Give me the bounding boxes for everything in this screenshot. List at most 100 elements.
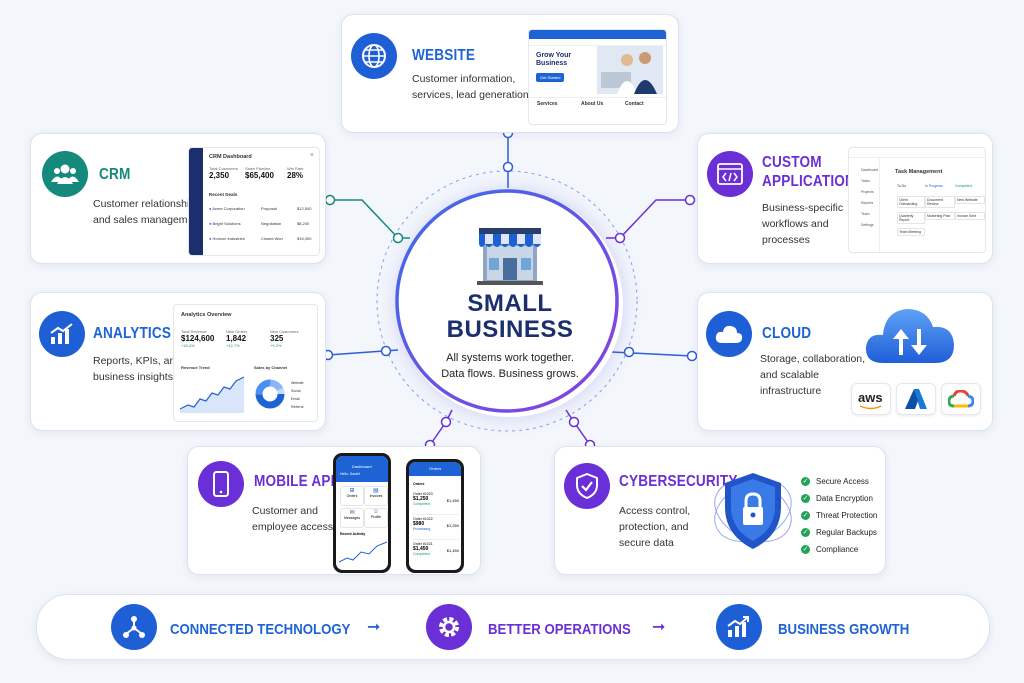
analytics-desc-line1: Reports, KPIs, and: [93, 355, 182, 367]
task-nav-3[interactable]: Projects: [861, 190, 874, 194]
outer-dashed-ring: [376, 170, 638, 432]
task-card: Document Review: [925, 196, 955, 208]
cloud-card: CLOUD Storage, collaboration, and scalab…: [697, 292, 993, 431]
custom-desc-line3: processes: [762, 234, 810, 246]
task-card: Team Meeting: [897, 228, 925, 236]
azure-logo: [896, 383, 936, 415]
phone2-section: Orders: [413, 482, 425, 486]
crm-stat2-value: $65,400: [245, 171, 274, 180]
analytics-stat1-value: $124,600: [181, 334, 215, 343]
storefront-icon: [477, 228, 543, 285]
phone1-tile-4[interactable]: ☺Profile: [364, 508, 388, 528]
phone1-tile-2[interactable]: ▤Invoices: [364, 486, 388, 506]
security-feature-item: ✓Compliance: [801, 545, 859, 554]
security-feature-item: ✓Secure Access: [801, 477, 869, 486]
task-nav-5[interactable]: Team: [861, 212, 870, 216]
website-mock-col1: Services: [537, 101, 558, 107]
bottom-better-operations: BETTER OPERATIONS: [488, 621, 631, 638]
list-item[interactable]: Order #1022 $980 Processing $1,250: [413, 517, 459, 540]
lock-shield-icon: [714, 473, 792, 549]
phone1-tile-3[interactable]: ✉Messages: [340, 508, 364, 528]
analytics-trend-label: Revenue Trend: [181, 365, 210, 370]
aws-logo: aws: [851, 383, 891, 415]
crm-row3-amount: $15,300: [297, 236, 312, 241]
website-mockup: Grow Your Business Get Started Services …: [528, 29, 667, 125]
task-mock-header: Task Management: [895, 169, 943, 175]
analytics-stat1-label: Total Revenue: [181, 329, 207, 334]
growth-chart-icon: [716, 604, 762, 650]
analytics-card: ANALYTICS Reports, KPIs, and business in…: [30, 292, 326, 431]
analytics-stat1-delta: +18.4%: [181, 343, 195, 348]
shield-check-icon: [564, 463, 610, 509]
website-mock-cta[interactable]: Get Started: [536, 73, 565, 82]
cloud-title: CLOUD: [762, 325, 812, 342]
cybersecurity-card: CYBERSECURITY Access control, protection…: [554, 446, 886, 575]
hub-title-line1: SMALL: [467, 290, 553, 317]
custom-desc-line2: workflows and: [762, 218, 829, 230]
globe-icon: [351, 33, 397, 79]
hub-subtitle-line1: All systems work together.: [446, 352, 574, 364]
security-feature-item: ✓Regular Backups: [801, 528, 877, 537]
custom-app-card: CUSTOM APPLICATION Business-specific wor…: [697, 133, 993, 264]
crm-mock-section: Recent Deals: [209, 192, 238, 197]
crm-stat1-value: 2,350: [209, 171, 230, 180]
crm-row1-stage: Proposal: [261, 206, 277, 211]
phone1-tile-1[interactable]: ⊞Orders: [340, 486, 364, 506]
analytics-channel-label: Sales by Channel: [254, 365, 288, 370]
list-item[interactable]: Order #1023 $1,250 Completed $1,450: [413, 492, 459, 515]
order3-amount: $1,450: [413, 546, 429, 552]
phone1-greeting: Hello, Sarah!: [340, 472, 361, 476]
analytics-mock-header: Analytics Overview: [181, 312, 232, 318]
order1-status: Completed: [413, 502, 430, 506]
order2-id: Order #1022: [413, 517, 433, 521]
channel-legend-1: Website: [291, 381, 304, 385]
channel-legend-4: Referral: [291, 405, 304, 409]
security-feature-item: ✓Threat Protection: [801, 511, 878, 520]
crm-row1-amount: $12,500: [297, 206, 312, 211]
table-row: ● Bright Solutions Negotiation $8,200: [209, 221, 310, 226]
cloud-icon: [706, 311, 752, 357]
table-row: ● Horizon Industries Closed Won $15,300: [209, 236, 312, 241]
cyber-desc-line3: secure data: [619, 537, 674, 549]
crm-stat3-label: Win Rate: [287, 166, 304, 171]
crm-sidebar: [189, 148, 203, 255]
order2-amount: $980: [413, 521, 425, 527]
analytics-stat2-label: New Orders: [226, 329, 248, 334]
crm-mock-close[interactable]: ×: [309, 152, 314, 159]
task-nav-2[interactable]: Tasks: [861, 179, 870, 183]
check-secure-access: Secure Access: [816, 477, 869, 486]
website-mock-col3: Contact: [625, 101, 644, 107]
analytics-title: ANALYTICS: [93, 325, 172, 342]
order1-id: Order #1023: [413, 492, 433, 496]
crm-stat3-value: 28%: [287, 171, 304, 180]
task-nav-6[interactable]: Settings: [861, 223, 874, 227]
google-cloud-logo: [941, 383, 981, 415]
task-card: Quarterly Report: [897, 212, 925, 224]
network-nodes-icon: [111, 604, 157, 650]
task-card: Marketing Plan: [925, 212, 955, 220]
outcome-bar: CONNECTED TECHNOLOGY ➞ BETTER OPERATIONS…: [36, 594, 990, 660]
crm-row1-name: Acme Corporation: [212, 206, 245, 211]
list-item[interactable]: Order #1021 $1,450 Completed $1,450: [413, 542, 459, 564]
task-col1-header: To Do: [897, 184, 907, 188]
order3-amount2: $1,450: [446, 548, 459, 553]
task-nav-4[interactable]: Reports: [861, 201, 874, 205]
crm-row2-name: Bright Solutions: [212, 221, 241, 226]
order3-id: Order #1021: [413, 542, 433, 546]
task-nav-1[interactable]: Dashboard: [861, 168, 879, 172]
custom-title-line2: APPLICATION: [762, 173, 856, 190]
analytics-stat2-delta: +12.7%: [226, 343, 240, 348]
arrow-right-icon: ➞: [652, 619, 666, 636]
custom-desc-line1: Business-specific: [762, 202, 844, 214]
hub-circle: SMALL BUSINESS All systems work together…: [395, 189, 623, 417]
cyber-title: CYBERSECURITY: [619, 473, 738, 490]
hub-title-line2: BUSINESS: [446, 316, 574, 343]
mobile-desc-line1: Customer and: [252, 505, 318, 517]
channel-legend-3: Email: [291, 397, 300, 401]
phone1-tile-3-label: Messages: [344, 516, 360, 520]
phone-mockup-orders: Orders Orders Order #1023 $1,250 Complet…: [406, 459, 464, 573]
phone2-header: Orders: [429, 466, 442, 471]
arrow-right-icon: ➞: [367, 619, 381, 636]
check-data-encryption: Data Encryption: [816, 494, 873, 503]
